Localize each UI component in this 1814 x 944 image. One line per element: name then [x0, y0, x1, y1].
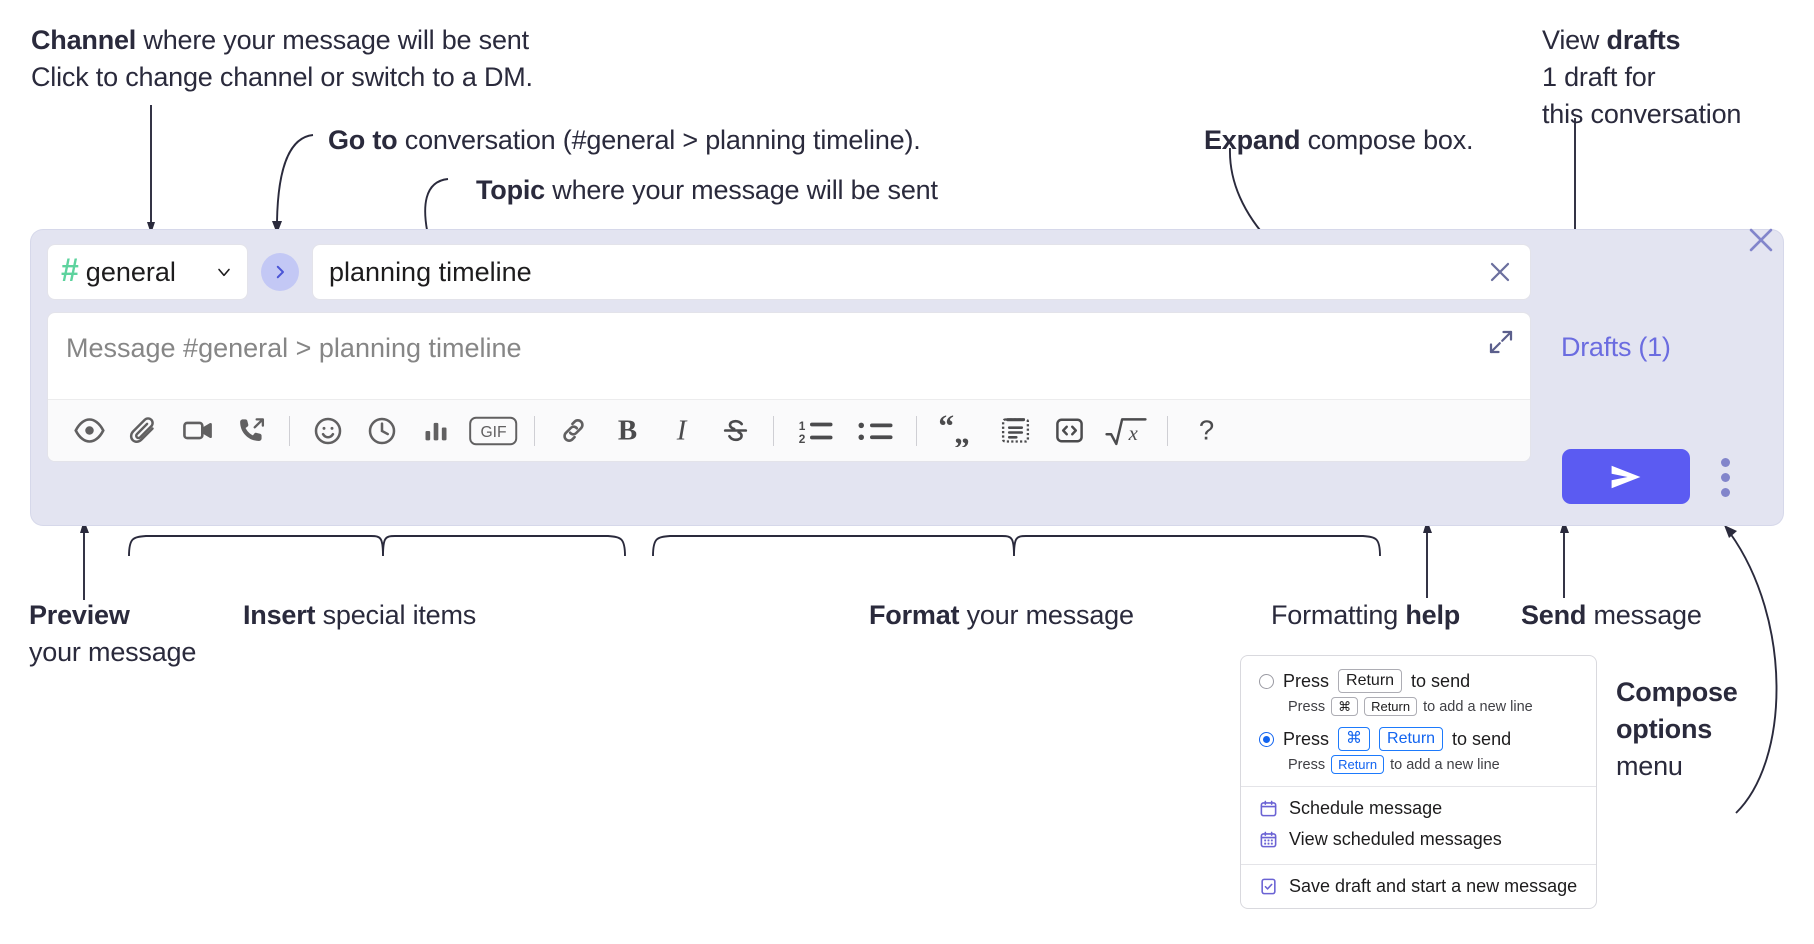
- hash-icon: #: [61, 252, 79, 288]
- compose-options-button[interactable]: [1721, 458, 1730, 497]
- clock-icon[interactable]: [355, 407, 409, 455]
- message-input[interactable]: Message #general > planning timeline: [48, 313, 1530, 399]
- svg-text:I: I: [675, 414, 687, 446]
- close-icon: [1749, 228, 1773, 252]
- channel-name: general: [85, 256, 176, 287]
- send-button[interactable]: [1562, 449, 1690, 504]
- radio-button[interactable]: [1259, 673, 1274, 689]
- bulleted-list-icon[interactable]: [845, 407, 905, 455]
- annotation-format: Format your message: [869, 600, 1134, 630]
- key-command: ⌘: [1338, 727, 1371, 751]
- annotation-drafts: View drafts 1 draft for this conversatio…: [1542, 25, 1742, 129]
- attachment-icon[interactable]: [116, 407, 170, 455]
- code-block-icon[interactable]: [988, 407, 1042, 455]
- menu-item-schedule-message[interactable]: Schedule message: [1241, 793, 1596, 824]
- annotation-send: Send message: [1521, 600, 1702, 630]
- option-sub-post: to add a new line: [1390, 756, 1500, 773]
- separator: [534, 415, 535, 446]
- phone-forward-icon[interactable]: [224, 407, 278, 455]
- menu-divider: [1241, 864, 1596, 865]
- emoji-smiley-icon[interactable]: [301, 407, 355, 455]
- clear-topic-button[interactable]: [1484, 256, 1516, 288]
- menu-item-label: Save draft and start a new message: [1289, 876, 1578, 896]
- topic-value: planning timeline: [329, 256, 532, 287]
- option-label-pre: Press: [1283, 728, 1330, 749]
- option-sub-pre: Press: [1288, 756, 1326, 773]
- annotation-compose-options: Compose options menu: [1616, 677, 1738, 781]
- message-area: Message #general > planning timeline: [47, 312, 1531, 462]
- menu-item-save-draft[interactable]: Save draft and start a new message: [1241, 871, 1596, 902]
- key-return: Return: [1379, 727, 1444, 751]
- radio-button-selected[interactable]: [1259, 731, 1274, 747]
- close-compose-button[interactable]: [1744, 223, 1778, 257]
- separator: [1167, 415, 1168, 446]
- math-icon[interactable]: x: [1096, 407, 1156, 455]
- inline-code-icon[interactable]: [1042, 407, 1096, 455]
- topic-field[interactable]: planning timeline: [312, 244, 1531, 300]
- key-command: ⌘: [1331, 697, 1359, 716]
- separator: [289, 415, 290, 446]
- strikethrough-icon[interactable]: [708, 407, 762, 455]
- compose-options-menu: Press Return to send Press ⌘ Return to a…: [1240, 655, 1597, 909]
- chevron-down-icon: [214, 262, 234, 282]
- channel-selector[interactable]: # general: [47, 244, 248, 300]
- option-label-post: to send: [1452, 728, 1512, 749]
- key-return: Return: [1364, 697, 1418, 716]
- calendar-icon: [1259, 799, 1278, 818]
- svg-text:2: 2: [799, 431, 806, 445]
- italic-icon[interactable]: I: [654, 407, 708, 455]
- ordered-list-icon[interactable]: 1 2: [785, 407, 845, 455]
- menu-item-label: Schedule message: [1289, 798, 1443, 818]
- svg-text:?: ?: [1198, 414, 1213, 445]
- draft-check-icon: [1259, 877, 1278, 896]
- help-question-icon[interactable]: ?: [1179, 407, 1233, 455]
- compose-box: Drafts (1) # general: [31, 228, 1783, 525]
- menu-item-label: View scheduled messages: [1289, 829, 1502, 849]
- drafts-link[interactable]: Drafts (1): [1561, 332, 1671, 362]
- preview-icon[interactable]: [62, 407, 116, 455]
- send-paper-plane-icon: [1611, 465, 1641, 488]
- svg-text:„: „: [954, 415, 970, 447]
- svg-text:x: x: [1128, 423, 1139, 445]
- menu-item-view-scheduled-messages[interactable]: View scheduled messages: [1241, 824, 1596, 855]
- svg-text:“: “: [938, 415, 954, 443]
- calendar-grid-icon: [1259, 830, 1278, 849]
- option-sub-post: to add a new line: [1423, 698, 1533, 715]
- expand-compose-button[interactable]: [1486, 327, 1516, 357]
- message-placeholder: Message #general > planning timeline: [66, 333, 522, 363]
- annotation-channel: Channel where your message will be sent …: [31, 25, 533, 92]
- menu-divider: [1241, 786, 1596, 787]
- annotation-insert: Insert special items: [243, 600, 477, 630]
- svg-text:1: 1: [799, 418, 806, 432]
- vertical-dots-icon: [1721, 458, 1730, 467]
- annotation-expand: Expand compose box.: [1204, 125, 1474, 155]
- chevron-right-icon: [276, 265, 284, 279]
- key-return: Return: [1331, 755, 1385, 774]
- separator: [916, 415, 917, 446]
- annotation-goto: Go to conversation (#general > planning …: [328, 125, 921, 155]
- formatting-toolbar: GIF B: [48, 399, 1530, 461]
- option-sub-pre: Press: [1288, 698, 1326, 715]
- gif-icon[interactable]: GIF: [463, 407, 523, 455]
- video-camera-icon[interactable]: [170, 407, 224, 455]
- link-icon[interactable]: [546, 407, 600, 455]
- separator: [773, 415, 774, 446]
- key-return: Return: [1338, 669, 1403, 693]
- svg-text:GIF: GIF: [480, 423, 506, 440]
- goto-conversation-button[interactable]: [261, 253, 299, 291]
- close-icon: [1490, 262, 1510, 282]
- annotation-formatting-help: Formatting help: [1271, 600, 1461, 630]
- option-label-post: to send: [1411, 670, 1471, 691]
- blockquote-icon[interactable]: “ „: [928, 407, 988, 455]
- annotation-topic: Topic where your message will be sent: [476, 175, 938, 205]
- bold-icon[interactable]: B: [600, 407, 654, 455]
- send-option-return[interactable]: Press Return to send Press ⌘ Return to a…: [1241, 668, 1596, 719]
- svg-text:B: B: [617, 414, 636, 446]
- send-option-cmd-return[interactable]: Press ⌘ Return to send Press Return to a…: [1241, 726, 1596, 777]
- expand-icon: [1489, 330, 1513, 354]
- option-label-pre: Press: [1283, 670, 1330, 691]
- annotation-preview: Preview your message: [29, 600, 197, 667]
- bar-chart-icon[interactable]: [409, 407, 463, 455]
